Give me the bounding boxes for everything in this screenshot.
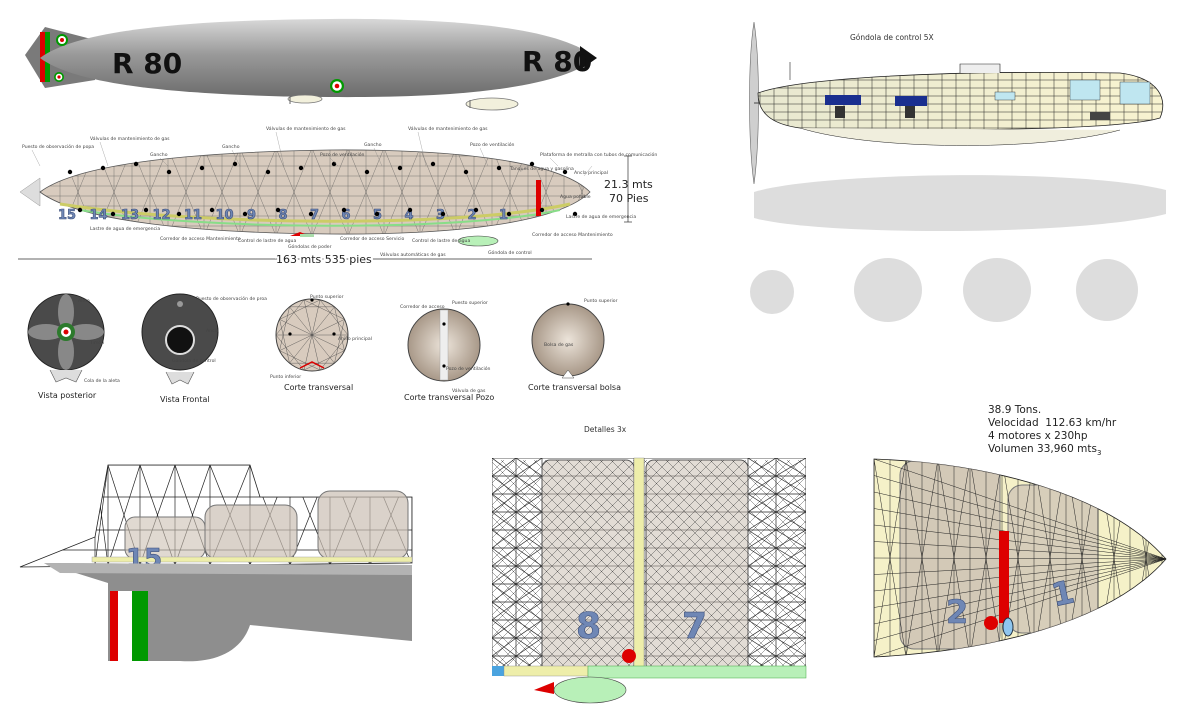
annotation-label: Válvula de gas [452,387,486,394]
annotation-label: Válvulas de mantenimiento de gas [266,125,346,132]
caption-rear-view: Vista posterior [38,391,97,400]
detail-bag-8: 8 [576,606,601,647]
gas-bag-number: 7 [310,208,319,223]
annotation-label: Bolsa de gas [544,342,574,348]
airship-structure-cutaway: 151413121110987654321 Puesto de observac… [18,125,657,268]
detail-bag-7: 7 [682,606,707,647]
annotation-label: Aleta [78,298,90,304]
details-title: Detalles 3x [584,425,627,434]
specs-block: 38.9 Tons. Velocidad 112.63 km/hr 4 moto… [988,404,1116,460]
annotation-label: Punto superior [310,294,344,300]
annotation-label: Válvulas de mantenimiento de gas [408,125,488,132]
cross-section-view: Corte transversal [275,298,353,392]
gas-bag-number: 8 [279,208,288,223]
annotation-label: Puesto de observación de popa [22,143,94,150]
tail-detail-view: 15 [19,464,413,662]
annotation-label: Gancho [364,142,382,148]
nose-bag-2: 2 [946,593,968,631]
annotation-label: Cola de la aleta [84,378,120,384]
annotation-label: Gancho [222,144,240,150]
annotation-label: Corredor de acceso Mantenimiento [160,236,241,242]
gondola-title: Góndola de control 5X [850,33,934,42]
center-detail-view: Detalles 3x 8 7 [492,425,807,704]
front-view: Vista Frontal [141,293,219,404]
hull-lettering-left: R 80 [112,47,182,80]
gas-bag-number: 4 [405,208,414,223]
annotation-label: Tanques de agua y gasolina [509,166,574,172]
gas-bag-number: 12 [153,208,171,223]
gas-bag-number: 1 [499,208,508,223]
rear-view: Vista posterior [27,293,105,400]
control-gondola-view: Góndola de control 5X [749,21,1166,322]
annotation-label: Control de lastre de agua [238,238,296,244]
hull-lettering-right: R 80 [522,45,592,78]
annotation-label: Punto superior [584,298,618,304]
annotation-label: Góndola de control [488,249,532,256]
annotation-label: Anillo principal [338,336,372,342]
bag-section-view: Corte transversal bolsa [528,302,621,392]
gas-bag-number: 6 [342,208,351,223]
gas-bag-number: 10 [216,208,234,223]
annotation-label: Corredor de acceso Mantenimiento [532,232,613,238]
annotation-label: Góndolas de poder [288,243,332,250]
spec-weight: 38.9 Tons. [988,404,1042,416]
annotation-label: Lastre de agua de emergencia [566,214,636,220]
annotation-label: Góndola de control [172,357,216,364]
gas-bag-number: 13 [121,208,139,223]
annotation-label: Lastre de agua de emergencia [90,226,160,232]
section-views: Vista posterior Vista Frontal Corte tran… [27,293,621,404]
annotation-label: Plataforma de metralla con tubos de comu… [540,151,657,158]
annotation-label: Corredor de acceso Servicio [340,236,405,242]
gas-bag-number: 9 [247,208,256,223]
annotation-label: Agua potable [560,194,591,200]
annotation-label: Ancla [206,328,219,334]
annotation-label: Válvulas automáticas de gas [380,251,446,258]
annotation-label: Puesto de observación de proa [196,295,267,302]
annotation-label: Ancla principal [574,170,608,176]
annotation-label: Punto inferior [270,374,301,380]
annotation-label: Timón [89,339,104,346]
caption-cross-section: Corte transversal [284,383,353,392]
annotation-label: Pozo de ventilación [320,151,365,158]
spec-speed: Velocidad 112.63 km/hr [988,417,1117,429]
spec-engines: 4 motores x 230hp [988,430,1088,442]
annotation-label: Gancho [150,152,168,158]
height-feet: 70 Pies [609,192,649,205]
gas-bag-number: 3 [436,208,445,223]
caption-front-view: Vista Frontal [160,395,210,404]
caption-bag-section: Corte transversal bolsa [528,383,621,392]
annotation-label: Puesto superior [452,300,488,306]
nose-detail-view: 2 1 [873,458,1167,658]
annotation-label: Pozo de ventilación [470,141,515,148]
gas-bag-number: 14 [90,208,108,223]
gas-bag-number: 15 [58,208,76,223]
spec-volume-unit: 3 [1096,449,1102,458]
gas-bag-number: 11 [184,208,202,223]
caption-well-section: Corte transversal Pozo [404,393,494,402]
annotation-label: Corredor de acceso [400,304,445,310]
spec-volume-value: Volumen 33,960 mts [988,443,1097,455]
gas-bag-number: 2 [468,208,477,223]
annotation-label: Pozo de ventilación [446,365,491,372]
airship-exterior-profile: R 80 R 80 [25,18,597,111]
spec-volume: Volumen 33,960 mts3 [988,443,1116,460]
well-section-view: Corte transversal Pozo [404,308,494,402]
height-meters: 21.3 mts [604,178,653,191]
length-label: 163 mts 535 pies [276,253,372,266]
annotation-label: Válvulas de mantenimiento de gas [90,135,170,142]
annotation-label: Control de lastre de agua [412,238,470,244]
